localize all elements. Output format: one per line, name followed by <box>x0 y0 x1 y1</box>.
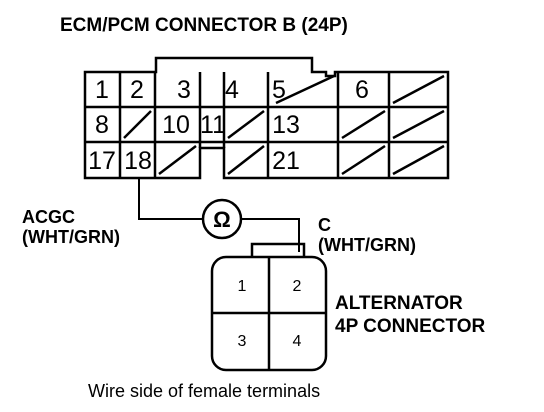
ecm-terminal-3: 3 <box>177 76 191 104</box>
ecm-terminal-10: 10 <box>162 111 190 139</box>
ohmmeter-circle <box>201 198 243 240</box>
ecm-terminal-2: 2 <box>130 76 144 104</box>
footer-caption: Wire side of female terminals <box>88 381 320 401</box>
ecm-terminal-8: 8 <box>95 111 109 139</box>
alternator-terminal-numbers: 1 2 3 4 <box>238 278 302 350</box>
ecm-terminal-21: 21 <box>272 147 300 175</box>
alternator-title-line2: 4P CONNECTOR <box>335 316 486 337</box>
alt-terminal-4: 4 <box>293 333 302 350</box>
ecm-terminal-11: 11 <box>200 111 226 139</box>
ecm-terminal-1: 1 <box>95 76 109 104</box>
ecm-terminal-numbers: 1 2 3 4 5 6 8 10 11 13 17 18 21 <box>88 76 369 175</box>
ecm-terminal-17: 17 <box>88 147 116 175</box>
ecm-terminal-13: 13 <box>272 111 300 139</box>
ohm-icon: Ω <box>213 207 231 232</box>
alt-terminal-1: 1 <box>238 278 247 295</box>
ecm-terminal-18: 18 <box>124 147 152 175</box>
ecm-terminal-5: 5 <box>272 76 286 104</box>
alt-terminal-3: 3 <box>238 333 247 350</box>
test-wire <box>138 178 300 252</box>
wire-left-name: ACGC <box>22 207 75 227</box>
wire-right-color: (WHT/GRN) <box>318 235 416 255</box>
wire-left-color: (WHT/GRN) <box>22 227 120 247</box>
ecm-terminal-6: 6 <box>355 76 369 104</box>
ohmmeter-symbol: Ω <box>201 198 243 240</box>
connector-title: ECM/PCM CONNECTOR B (24P) <box>60 15 348 36</box>
wire-right-name: C <box>318 215 331 235</box>
alternator-title-line1: ALTERNATOR <box>335 293 463 314</box>
ecm-terminal-4: 4 <box>225 76 239 104</box>
alternator-connector <box>210 242 328 372</box>
ecm-connector <box>83 56 450 180</box>
alt-terminal-2: 2 <box>293 278 302 295</box>
